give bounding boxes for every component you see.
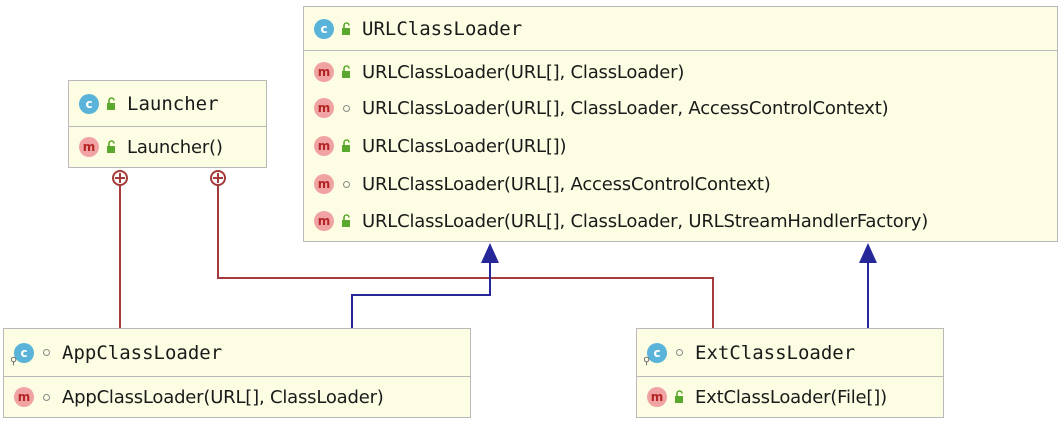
extends-edge-ext-urlclassloader	[859, 243, 877, 328]
pin-icon: ⚲	[10, 355, 18, 367]
class-box-extclassloader[interactable]: c⚲ ExtClassLoader m ExtClassLoader(File[…	[636, 328, 944, 418]
class-header: c URLClassLoader	[304, 7, 1057, 51]
public-lock-icon	[340, 21, 352, 36]
package-visibility-icon	[40, 346, 52, 360]
method-row[interactable]: m ExtClassLoader(File[])	[637, 377, 943, 417]
method-icon: m	[314, 211, 334, 231]
method-signature: ExtClassLoader(File[])	[695, 386, 887, 408]
class-name: ExtClassLoader	[695, 341, 856, 364]
class-name: Launcher	[127, 92, 219, 115]
pin-icon: ⚲	[643, 355, 651, 367]
method-icon: m	[314, 62, 334, 82]
package-visibility-icon	[673, 346, 685, 360]
method-signature: Launcher()	[127, 136, 223, 158]
package-visibility-icon	[40, 390, 52, 404]
class-icon: c⚲	[10, 342, 34, 367]
package-visibility-icon	[340, 177, 352, 191]
public-lock-icon	[673, 390, 685, 404]
method-signature: AppClassLoader(URL[], ClassLoader)	[62, 386, 384, 408]
method-signature: URLClassLoader(URL[], AccessControlConte…	[362, 173, 771, 195]
inner-class-edge-ext-launcher	[210, 170, 714, 328]
method-signature: URLClassLoader(URL[], ClassLoader)	[362, 61, 685, 83]
method-row[interactable]: m AppClassLoader(URL[], ClassLoader)	[4, 377, 470, 417]
method-row[interactable]: m URLClassLoader(URL[], ClassLoader, Acc…	[304, 89, 1057, 127]
class-box-launcher[interactable]: c Launcher m Launcher()	[68, 80, 267, 168]
class-header: c Launcher	[69, 81, 266, 127]
method-row[interactable]: m Launcher()	[69, 127, 266, 167]
class-name: URLClassLoader	[362, 17, 523, 40]
public-lock-icon	[340, 65, 352, 79]
class-icon: c	[79, 93, 99, 114]
public-lock-icon	[340, 139, 352, 153]
inner-class-edge-app-launcher	[112, 170, 128, 328]
method-icon: m	[79, 137, 99, 157]
public-lock-icon	[105, 96, 117, 111]
method-signature: URLClassLoader(URL[], ClassLoader, Acces…	[362, 97, 889, 119]
public-lock-icon	[105, 140, 117, 154]
extends-edge-app-urlclassloader	[351, 243, 499, 328]
class-icon: c	[314, 18, 334, 39]
method-row[interactable]: m URLClassLoader(URL[], ClassLoader)	[304, 51, 1057, 89]
method-row[interactable]: m URLClassLoader(URL[])	[304, 127, 1057, 165]
class-header: c⚲ ExtClassLoader	[637, 329, 943, 377]
package-visibility-icon	[340, 101, 352, 115]
public-lock-icon	[340, 214, 352, 228]
class-box-urlclassloader[interactable]: c URLClassLoader m URLClassLoader(URL[],…	[303, 6, 1058, 242]
method-icon: m	[647, 387, 667, 407]
class-box-appclassloader[interactable]: c⚲ AppClassLoader m AppClassLoader(URL[]…	[3, 328, 471, 418]
method-icon: m	[314, 98, 334, 118]
method-row[interactable]: m URLClassLoader(URL[], AccessControlCon…	[304, 165, 1057, 203]
class-icon: c⚲	[643, 342, 667, 367]
class-header: c⚲ AppClassLoader	[4, 329, 470, 377]
method-icon: m	[314, 174, 334, 194]
method-signature: URLClassLoader(URL[], ClassLoader, URLSt…	[362, 210, 929, 232]
method-signature: URLClassLoader(URL[])	[362, 135, 567, 157]
method-icon: m	[314, 136, 334, 156]
method-row[interactable]: m URLClassLoader(URL[], ClassLoader, URL…	[304, 203, 1057, 239]
method-icon: m	[14, 387, 34, 407]
class-name: AppClassLoader	[62, 341, 223, 364]
